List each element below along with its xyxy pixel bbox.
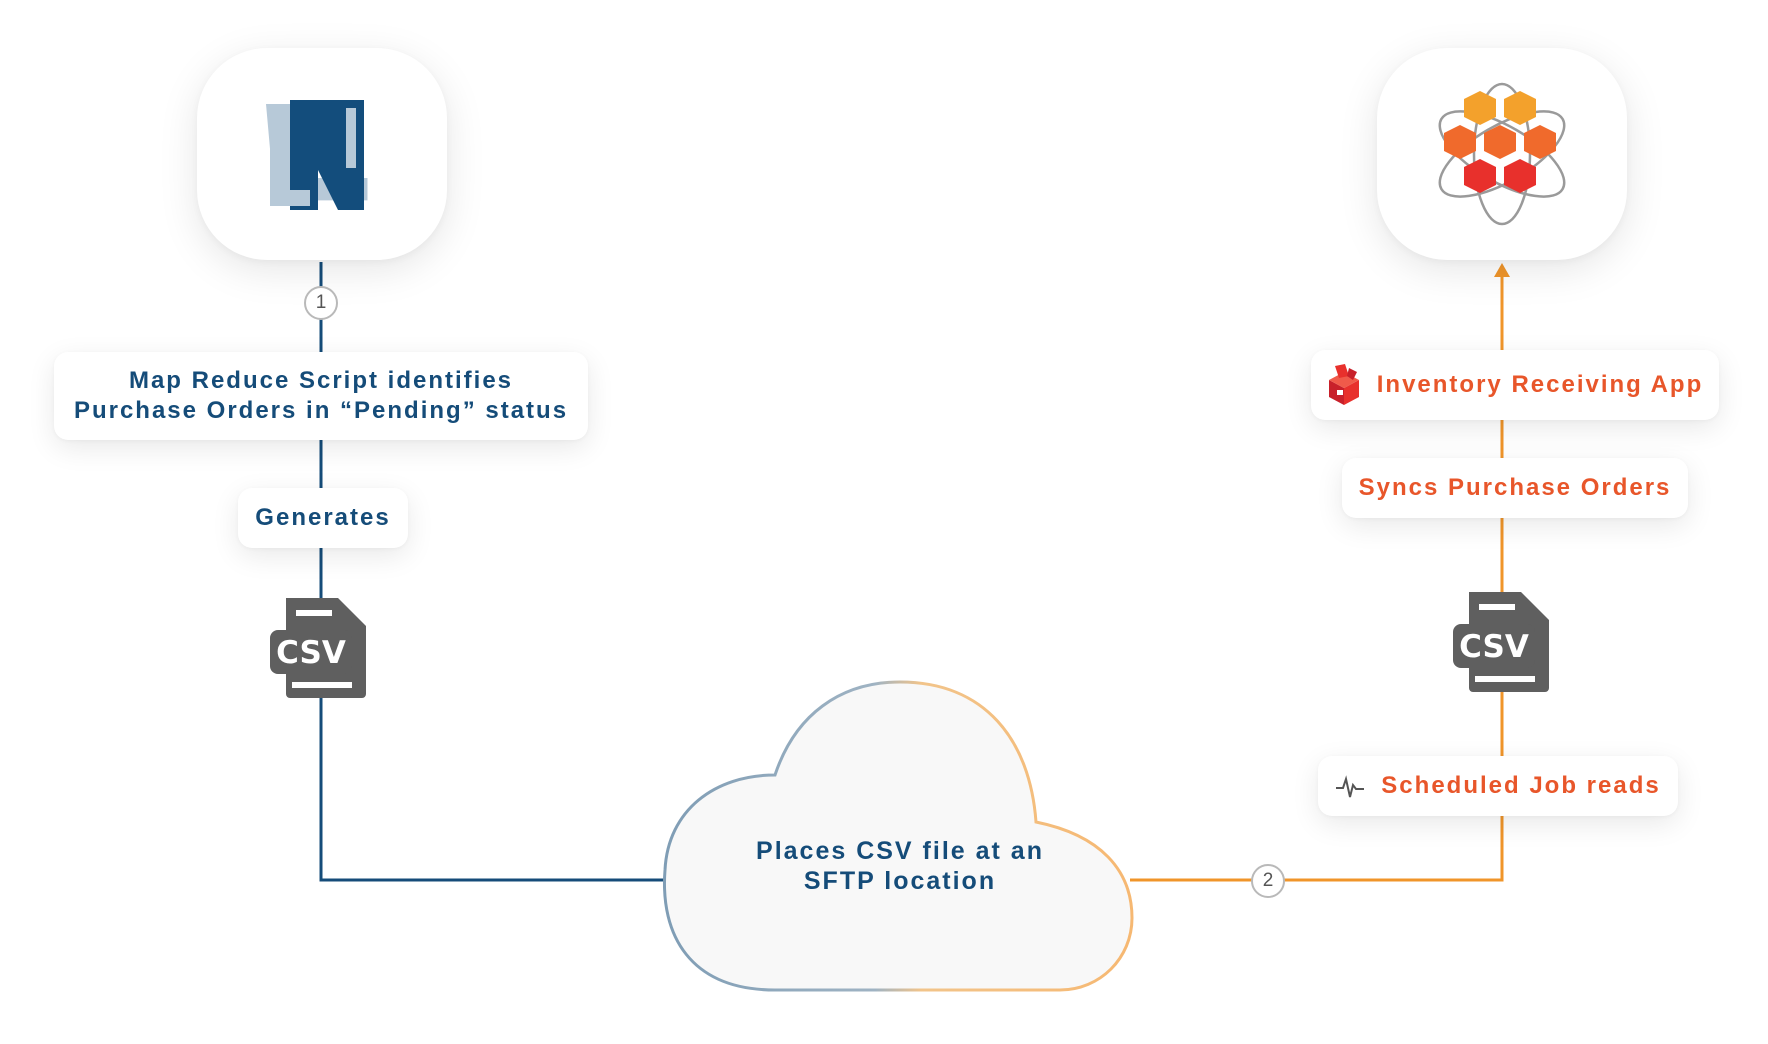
cloud-label: Places CSV file at an SFTP location — [700, 836, 1100, 896]
left-connector — [319, 262, 666, 882]
pulse-icon — [1335, 773, 1365, 799]
csv-text-right: CSV — [1459, 629, 1529, 665]
cloud-shape — [662, 680, 1134, 992]
csv-text-left: CSV — [276, 635, 346, 671]
app-logo-card — [1377, 48, 1627, 260]
syncs-label: Syncs Purchase Orders — [1358, 474, 1672, 501]
syncs-card: Syncs Purchase Orders — [1342, 458, 1688, 518]
inventory-app-card: Inventory Receiving App — [1311, 350, 1719, 420]
csv-file-icon-left: CSV — [270, 596, 370, 705]
step-number: 2 — [1262, 870, 1274, 891]
generates-card: Generates — [238, 488, 408, 548]
scheduled-job-label: Scheduled Job reads — [1381, 772, 1661, 799]
step-badge-1: 1 — [304, 286, 338, 320]
generates-label: Generates — [255, 504, 391, 531]
box-app-icon — [1327, 364, 1361, 406]
arrowhead — [1494, 263, 1510, 277]
map-reduce-line2: Purchase Orders in “Pending” status — [73, 397, 569, 424]
step-badge-2: 2 — [1251, 864, 1285, 898]
atom-hexagon-logo-icon — [1438, 82, 1566, 226]
map-reduce-card: Map Reduce Script identifies Purchase Or… — [54, 352, 588, 440]
step-number: 1 — [315, 292, 327, 313]
inventory-app-label: Inventory Receiving App — [1376, 371, 1704, 398]
netsuite-logo-card — [197, 48, 447, 260]
cloud-line1: Places CSV file at an — [756, 837, 1044, 865]
csv-file-icon-right: CSV — [1453, 590, 1553, 699]
scheduled-job-card: Scheduled Job reads — [1318, 756, 1678, 816]
netsuite-logo-icon — [266, 100, 368, 210]
cloud-line2: SFTP location — [803, 867, 997, 895]
map-reduce-line1: Map Reduce Script identifies — [128, 367, 514, 394]
